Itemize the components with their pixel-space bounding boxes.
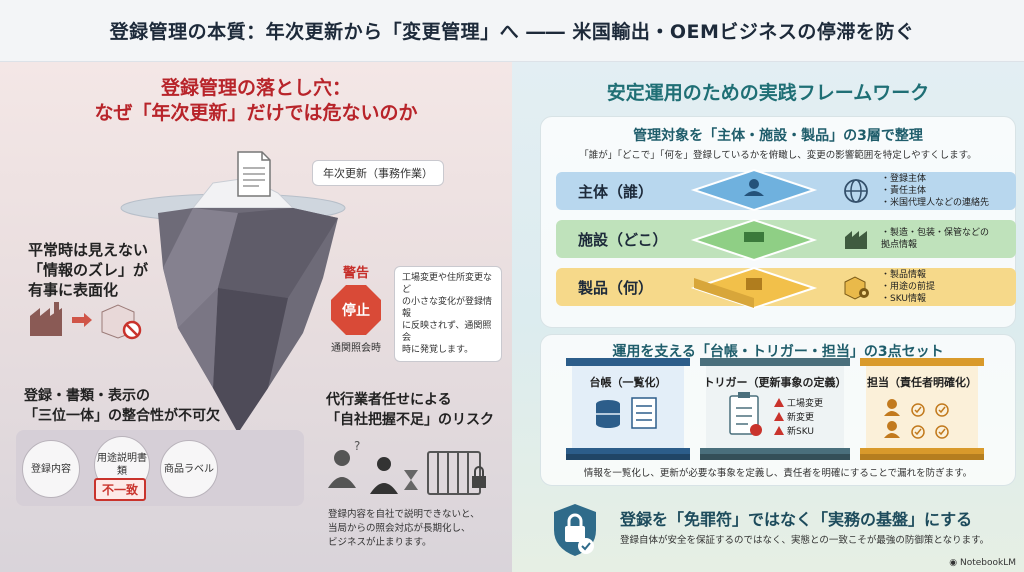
layer-item: ・製品情報 [881, 270, 927, 280]
people-check-icon [884, 399, 949, 439]
clipboard-checklist-icon [729, 392, 762, 436]
layer-item: ・登録主体 [881, 174, 927, 184]
agent-note-line: ビジネスが止まります。 [328, 537, 432, 548]
trigger-item-label: 工場変更 [787, 399, 824, 409]
agent-note: 登録内容を自社で説明できないと、 当局からの照会対応が長期化し、 ビジネスが止ま… [328, 508, 508, 550]
left-title-line1: 登録管理の落とし穴： [160, 77, 351, 99]
pillar-trigger [700, 358, 850, 460]
svg-text:?: ? [354, 439, 360, 453]
agent-note-line: 当局からの照会対応が長期化し、 [328, 523, 471, 534]
arrow-right-icon [72, 313, 92, 327]
pillar-owner-label: 担当（責任者明確化） [867, 376, 977, 389]
pillar-ledger [566, 358, 690, 460]
gap-heading: 平常時は見えない 「情報のズレ」が 有事に表面化 [28, 240, 148, 300]
brand-label: NotebookLM [959, 558, 1016, 568]
globe-icon [841, 176, 871, 206]
brand-icon: ◉ [949, 558, 960, 568]
trigger-item: 新SKU [774, 424, 814, 437]
left-title-line2: なぜ「年次更新」だけでは危ないのか [94, 102, 418, 124]
layer-facility-name: 施設（どこ） [578, 230, 668, 249]
box-no-icon [101, 304, 142, 340]
bottom-subtitle: 登録自体が安全を保証するのではなく、実態との一致こそが最強の防御策となります。 [620, 535, 990, 546]
factory-icon [841, 224, 871, 254]
header: 登録管理の本質：年次更新から「変更管理」へ ―― 米国輸出・OEMビジネスの停滞… [0, 0, 1024, 62]
ops-card-footer: 情報を一覧化し、更新が必要な事象を定義し、責任者を明確にすることで漏れを防ぎます… [583, 468, 973, 479]
trigger-item-label: 新SKU [787, 427, 814, 437]
pillar-trigger-label: トリガー（更新事象の定義） [703, 376, 847, 389]
right-title: 安定運用のための実践フレームワーク [606, 82, 930, 104]
iceberg-illustration [120, 177, 346, 433]
layer-item: 拠点情報 [881, 240, 918, 250]
trigger-item-label: 新変更 [787, 413, 815, 423]
layers-card-subtitle: 「誰が」「どこで」「何を」登録しているかを俯瞰し、変更の影響範囲を特定しやすくし… [579, 150, 977, 161]
warning-triangle-icon [774, 412, 784, 421]
document-icon [237, 151, 271, 197]
database-icon [596, 400, 620, 428]
agent-note-line: 登録内容を自社で説明できないと、 [328, 509, 480, 520]
trinity-heading-line1: 登録・書類・表示の [24, 388, 150, 404]
trigger-item: 新変更 [774, 410, 814, 423]
layer-product-items: ・製品情報 ・用途の前提 ・SKU情報 [881, 269, 935, 305]
warning-triangle-icon [774, 426, 784, 435]
layer-entity-items: ・登録主体 ・責任主体 ・米国代理人などの連絡先 [881, 173, 989, 209]
agent-heading: 代行業者任せによる 「自社把握不足」のリスク [326, 390, 494, 430]
mismatch-stamp: 不一致 [94, 478, 147, 501]
warning-note-line: 工場変更や住所変更など [402, 273, 493, 295]
stop-sign-icon: 停止 [331, 285, 381, 335]
left-title: 登録管理の落とし穴： なぜ「年次更新」だけでは危ないのか [0, 76, 512, 126]
businessman-icon [370, 457, 398, 494]
gap-heading-line2: 「情報のズレ」が [28, 261, 149, 279]
warning-note: 工場変更や住所変更など の小さな変化が登録情報 に反映されず、通関照会 時に発覚… [394, 266, 502, 362]
shield-lock-icon [554, 504, 596, 556]
circle-product-label: 商品ラベル [160, 440, 218, 498]
layer-product-name: 製品（何） [578, 278, 654, 297]
pillar-owner [860, 358, 984, 460]
iceberg-label: 年次更新（事務作業） [312, 160, 444, 186]
layer-facility-items: ・製造・包装・保管などの 拠点情報 [881, 227, 989, 251]
hourglass-icon [404, 470, 418, 490]
agent-risk-icons: ? [328, 439, 486, 495]
layer-item: ・製造・包装・保管などの [881, 228, 990, 238]
layer-item: ・責任主体 [881, 186, 927, 196]
gap-heading-line3: 有事に表面化 [28, 281, 119, 299]
warning-note-line: 時に発覚します。 [402, 345, 474, 355]
agent-heading-line2: 「自社把握不足」のリスク [326, 412, 494, 428]
trinity-heading-line2: 「三位一体」の整合性が不可欠 [24, 408, 220, 424]
three-layer-stack-illustration [690, 168, 818, 310]
ops-card-title: 運用を支える「台帳・トリガー・担当」の3点セット [612, 344, 944, 360]
agent-heading-line1: 代行業者任せによる [326, 392, 452, 408]
warning-note-line: の小さな変化が登録情報 [402, 297, 493, 319]
factory-icon [30, 302, 62, 336]
stop-label: 停止 [342, 303, 370, 319]
factory-to-box-icons [30, 302, 142, 340]
layer-item: ・米国代理人などの連絡先 [881, 198, 990, 208]
circle-registration: 登録内容 [22, 440, 80, 498]
gate-lock-icon [427, 451, 486, 495]
warning-sign: 警告 停止 通関照会時 [322, 262, 390, 354]
notebooklm-brand: ◉ NotebookLM [949, 558, 1016, 568]
warning-caption: 通関照会時 [331, 343, 381, 354]
bottom-title: 登録を「免罪符」ではなく「実務の基盤」にする [620, 510, 973, 529]
page-title: 登録管理の本質：年次更新から「変更管理」へ ―― 米国輸出・OEMビジネスの停滞… [109, 21, 915, 43]
warning-triangle-icon [774, 398, 784, 407]
warning-title: 警告 [342, 266, 369, 281]
bottom-message: 登録を「免罪符」ではなく「実務の基盤」にする 登録自体が安全を保証するのではなく… [540, 500, 1010, 562]
confused-person-icon: ? [328, 439, 360, 488]
trinity-heading: 登録・書類・表示の 「三位一体」の整合性が不可欠 [24, 386, 220, 426]
layers-card-title: 管理対象を「主体・施設・製品」の3層で整理 [633, 128, 923, 144]
gap-heading-line1: 平常時は見えない [28, 241, 149, 259]
layer-item: ・SKU情報 [881, 294, 926, 304]
layer-entity-name: 主体（誰） [578, 182, 654, 201]
trigger-item: 工場変更 [774, 396, 823, 409]
list-document-icon [631, 397, 657, 429]
pillar-ledger-label: 台帳（一覧化） [589, 376, 667, 389]
layer-item: ・用途の前提 [881, 282, 936, 292]
warning-note-line: に反映されず、通関照会 [402, 321, 492, 343]
box-gear-icon [841, 272, 871, 302]
